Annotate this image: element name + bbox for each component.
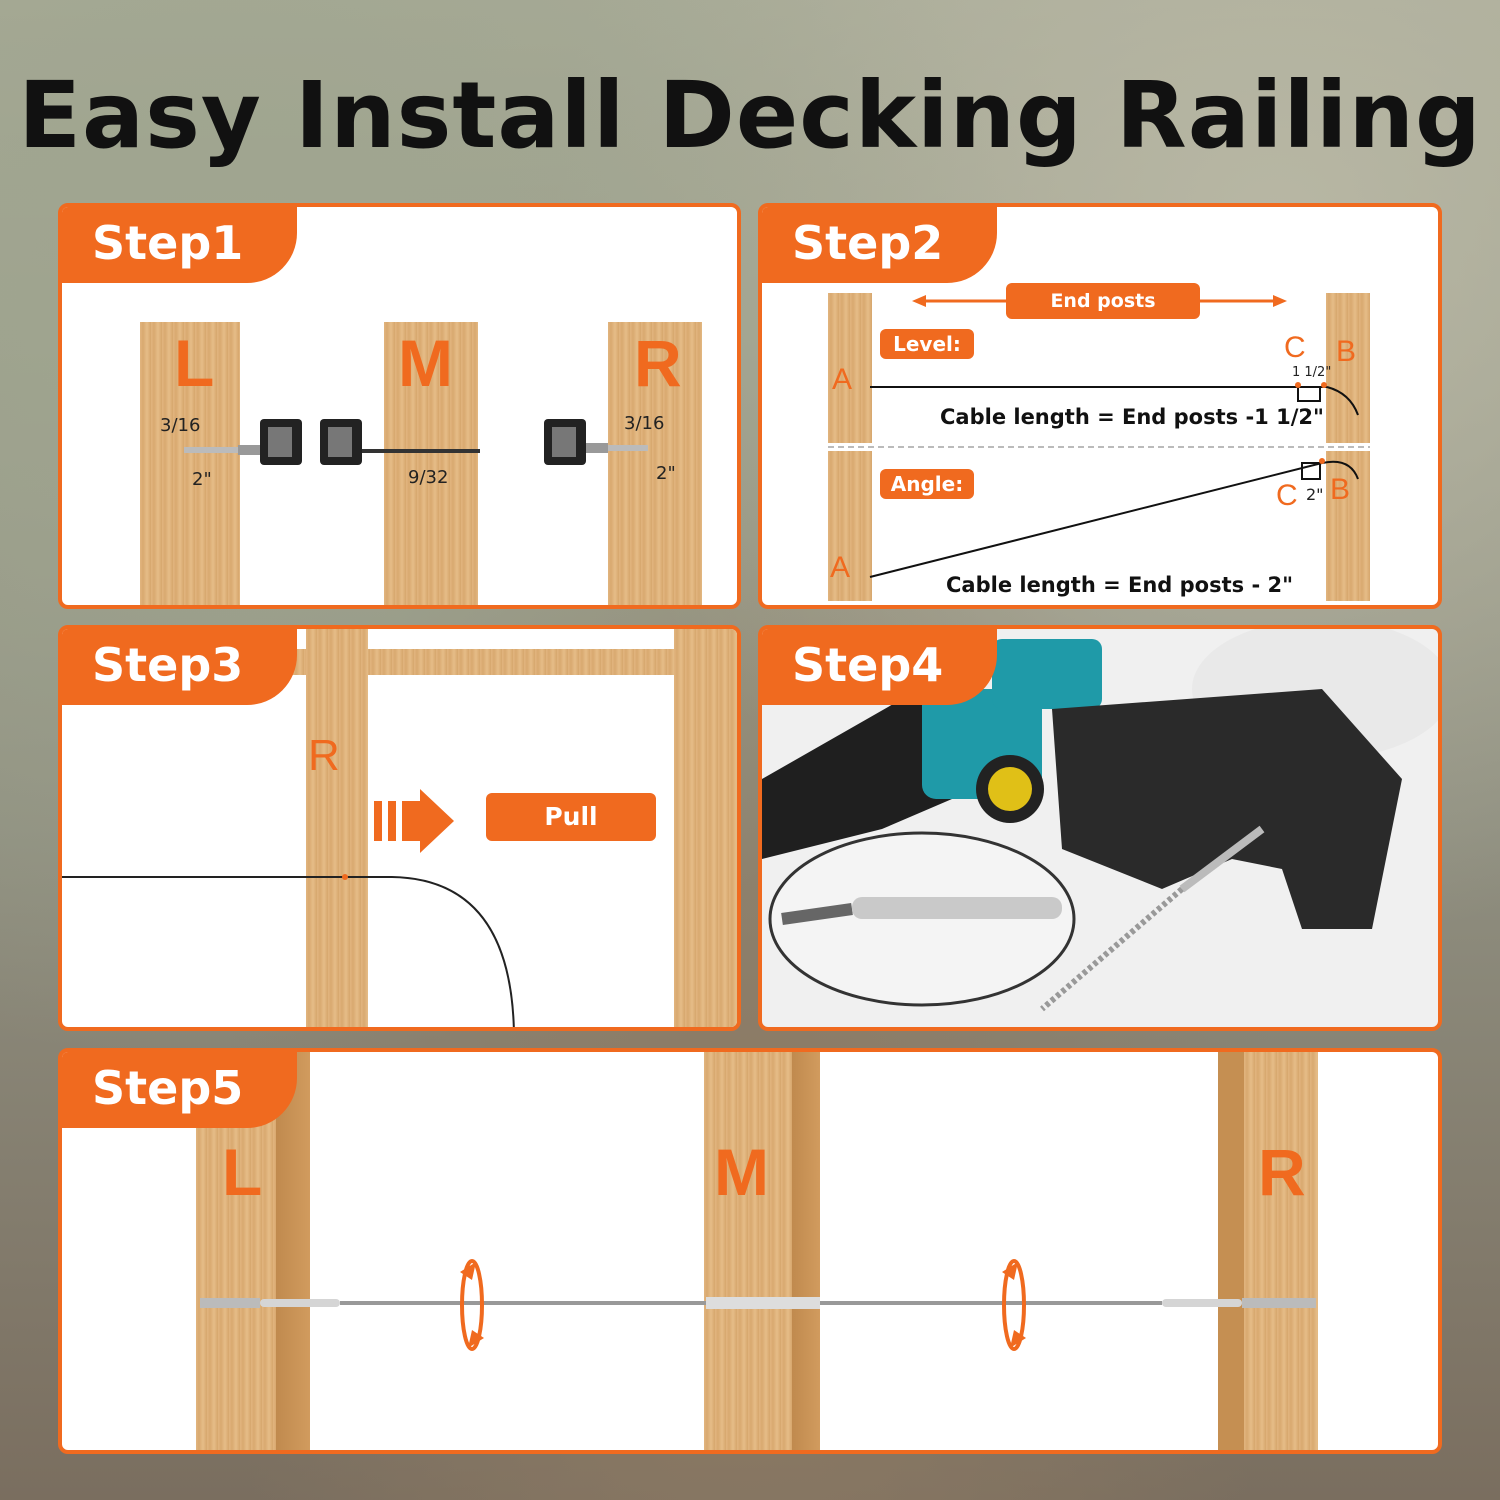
rotate-arrow-icon — [460, 1259, 484, 1351]
post-b-lower — [1326, 451, 1370, 601]
angle-badge: Angle: — [880, 469, 974, 499]
step3-tab: Step3 — [62, 629, 298, 705]
post-right-edge — [674, 629, 737, 1027]
angle-offset: 2" — [1306, 485, 1324, 504]
post-m-side — [792, 1052, 820, 1450]
post-m-label: M — [714, 1135, 769, 1209]
rotate-arrow-icon — [1002, 1259, 1026, 1351]
post-left-label: L — [174, 326, 215, 400]
post-m — [704, 1052, 792, 1450]
step1-panel: Step1 L M R 3/16 2" 9/32 3/16 2" — [58, 203, 741, 609]
right-drill-depth: 2" — [656, 463, 676, 484]
level-offset: 1 1/2" — [1292, 365, 1332, 380]
step1-tab: Step1 — [62, 207, 298, 283]
post-r-front — [1244, 1052, 1318, 1450]
level-badge: Level: — [880, 329, 974, 359]
middle-drill-size: 9/32 — [408, 467, 449, 488]
step1-drill-diagram — [184, 419, 648, 465]
level-formula: Cable length = End posts -1 1/2" — [940, 405, 1324, 429]
post-r-label: R — [1258, 1135, 1306, 1209]
post-right — [608, 322, 702, 605]
post-left — [140, 322, 240, 605]
post-l-label: L — [222, 1135, 263, 1209]
crimping-tool-photo — [762, 629, 1438, 1012]
page-title: Easy Install Decking Railing — [18, 62, 1482, 169]
post-r — [1218, 1052, 1244, 1450]
point-b-level: B — [1336, 335, 1357, 368]
point-a-angle: A — [830, 551, 851, 584]
step4-tab: Step4 — [762, 629, 998, 705]
post-r-label: R — [308, 731, 340, 780]
pull-straight-badge: Pull Straight — [486, 793, 656, 879]
end-posts-spacing-badge: End posts spacing — [1006, 283, 1200, 348]
step2-panel: Step2 End posts spacing Level: Angle: A … — [758, 203, 1442, 609]
point-c-level: C — [1284, 331, 1306, 364]
step5-panel: Step5 L M R — [58, 1048, 1442, 1454]
step5-tab: Step5 — [62, 1052, 298, 1128]
point-a-level: A — [832, 363, 853, 396]
right-drill-size: 3/16 — [624, 413, 665, 434]
arrow-right-icon — [374, 789, 454, 853]
step3-cable-diagram — [62, 789, 515, 1027]
left-drill-depth: 2" — [192, 469, 212, 490]
post-r — [306, 629, 368, 1027]
post-a-lower — [828, 451, 872, 601]
left-drill-size: 3/16 — [160, 415, 201, 436]
post-middle-label: M — [398, 326, 453, 400]
post-middle — [384, 322, 478, 605]
point-c-angle: C — [1276, 479, 1298, 512]
post-b-upper — [1326, 293, 1370, 443]
step3-panel: Step3 R Pull Straight — [58, 625, 741, 1031]
post-right-label: R — [634, 326, 682, 400]
post-a-upper — [828, 293, 872, 443]
post-l-side — [276, 1052, 310, 1450]
point-b-angle: B — [1330, 473, 1351, 506]
step2-tab: Step2 — [762, 207, 998, 283]
step4-panel: Step4 — [758, 625, 1442, 1031]
angle-formula: Cable length = End posts - 2" — [946, 573, 1294, 597]
step5-cable-diagram — [200, 1259, 1316, 1351]
